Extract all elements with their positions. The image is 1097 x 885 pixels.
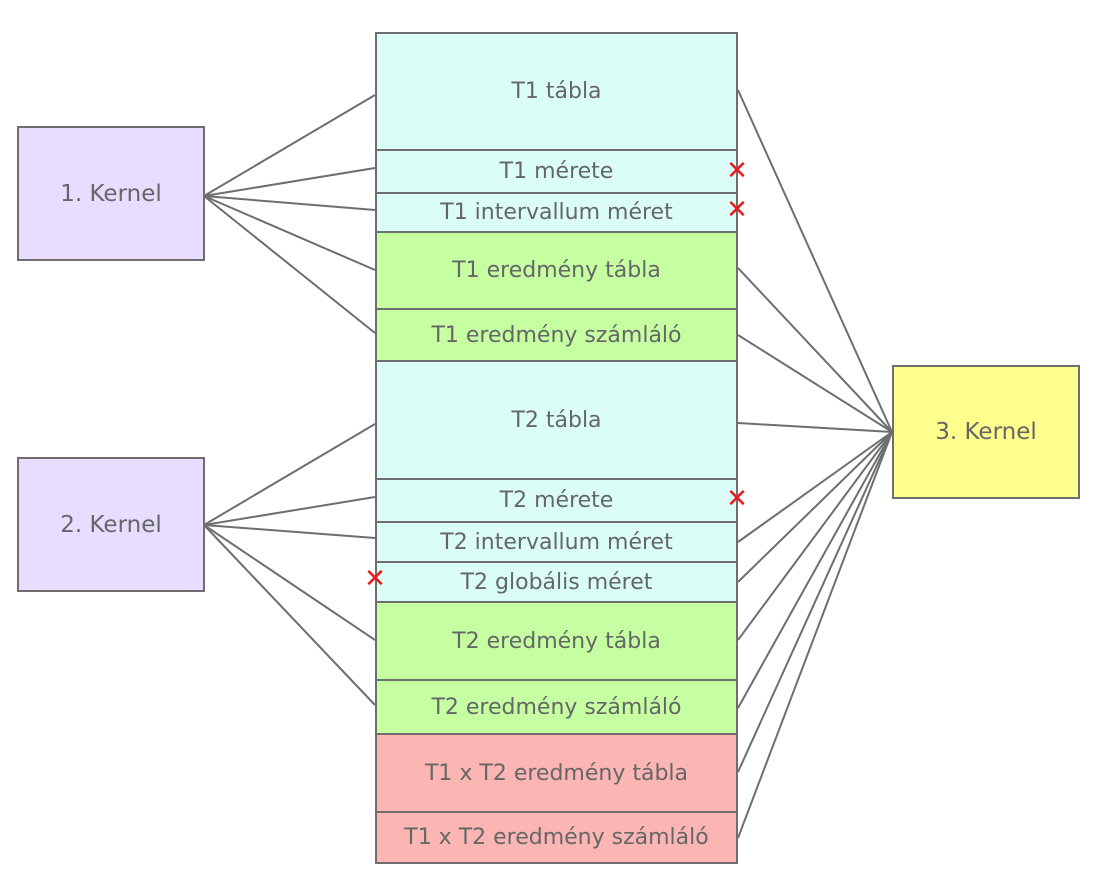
- block-t2-global: T2 globális méret: [375, 561, 738, 603]
- wire-k3-t1-result-counter: [737, 334, 893, 433]
- wire-k2-t2-interval: [203, 524, 376, 539]
- kernel-1-box: 1. Kernel: [17, 126, 205, 261]
- wire-k1-t1-table: [203, 94, 376, 197]
- cross-mark-icon: ✕: [726, 195, 748, 225]
- wire-k3-t2-result-table: [737, 431, 893, 641]
- block-t12-result-table-label: T1 x T2 eredmény tábla: [424, 760, 689, 786]
- block-t2-result-table-label: T2 eredmény tábla: [452, 628, 661, 654]
- block-t2-table: T2 tábla: [375, 360, 738, 480]
- block-t2-result-table: T2 eredmény tábla: [375, 601, 738, 681]
- kernel-2-box: 2. Kernel: [17, 457, 205, 592]
- block-t2-global-label: T2 globális méret: [460, 569, 653, 595]
- kernel-1-label: 1. Kernel: [60, 180, 162, 207]
- block-t1-table: T1 tábla: [375, 32, 738, 151]
- wire-k1-t1-size: [203, 167, 376, 197]
- block-t1-table-label: T1 tábla: [511, 79, 602, 104]
- block-t2-result-counter: T2 eredmény számláló: [375, 679, 738, 735]
- kernel-3-box: 3. Kernel: [892, 365, 1080, 499]
- wire-k3-t12-result-table: [737, 431, 893, 773]
- wire-k1-t1-result-counter: [203, 195, 376, 334]
- wire-k1-t1-result-table: [203, 195, 376, 271]
- wire-k3-t2-interval: [737, 431, 893, 543]
- wire-k3-t2-result-counter: [737, 431, 893, 709]
- wire-k2-t2-size: [203, 496, 376, 526]
- wire-k3-t2-global: [737, 431, 893, 583]
- block-t2-size: T2 mérete: [375, 478, 738, 523]
- wire-k3-t1-result-table: [737, 267, 893, 433]
- wire-k3-t12-result-counter: [737, 431, 893, 839]
- kernel-2-label: 2. Kernel: [60, 511, 162, 538]
- wire-k1-t1-interval: [203, 195, 376, 211]
- block-t12-result-table: T1 x T2 eredmény tábla: [375, 733, 738, 813]
- wire-k3-t2-table: [737, 422, 893, 433]
- block-t2-table-label: T2 tábla: [511, 407, 602, 433]
- block-t1-size-label: T1 mérete: [499, 159, 614, 184]
- block-t2-interval-label: T2 intervallum méret: [440, 529, 673, 555]
- cross-mark-icon: ✕: [364, 564, 386, 594]
- block-t1-size: T1 mérete: [375, 149, 738, 194]
- block-t2-result-counter-label: T2 eredmény számláló: [431, 694, 682, 720]
- wire-k3-t1-table: [737, 89, 893, 433]
- cross-mark-icon: ✕: [726, 156, 748, 186]
- block-t12-result-counter-label: T1 x T2 eredmény számláló: [404, 825, 709, 850]
- block-t2-interval: T2 intervallum méret: [375, 521, 738, 563]
- block-t1-result-table: T1 eredmény tábla: [375, 231, 738, 310]
- block-t1-result-table-label: T1 eredmény tábla: [452, 258, 661, 283]
- wire-k2-t2-table: [203, 423, 376, 526]
- block-t1-interval-label: T1 intervallum méret: [440, 200, 673, 225]
- block-t1-result-counter: T1 eredmény számláló: [375, 308, 738, 362]
- block-t1-interval: T1 intervallum méret: [375, 192, 738, 233]
- cross-mark-icon: ✕: [726, 484, 748, 514]
- wire-k2-t2-result-table: [203, 524, 376, 641]
- kernel-3-label: 3. Kernel: [935, 419, 1037, 445]
- block-t1-result-counter-label: T1 eredmény számláló: [431, 322, 682, 348]
- wire-k2-t2-result-counter: [203, 524, 376, 706]
- block-t2-size-label: T2 mérete: [499, 488, 614, 513]
- block-t12-result-counter: T1 x T2 eredmény számláló: [375, 811, 738, 864]
